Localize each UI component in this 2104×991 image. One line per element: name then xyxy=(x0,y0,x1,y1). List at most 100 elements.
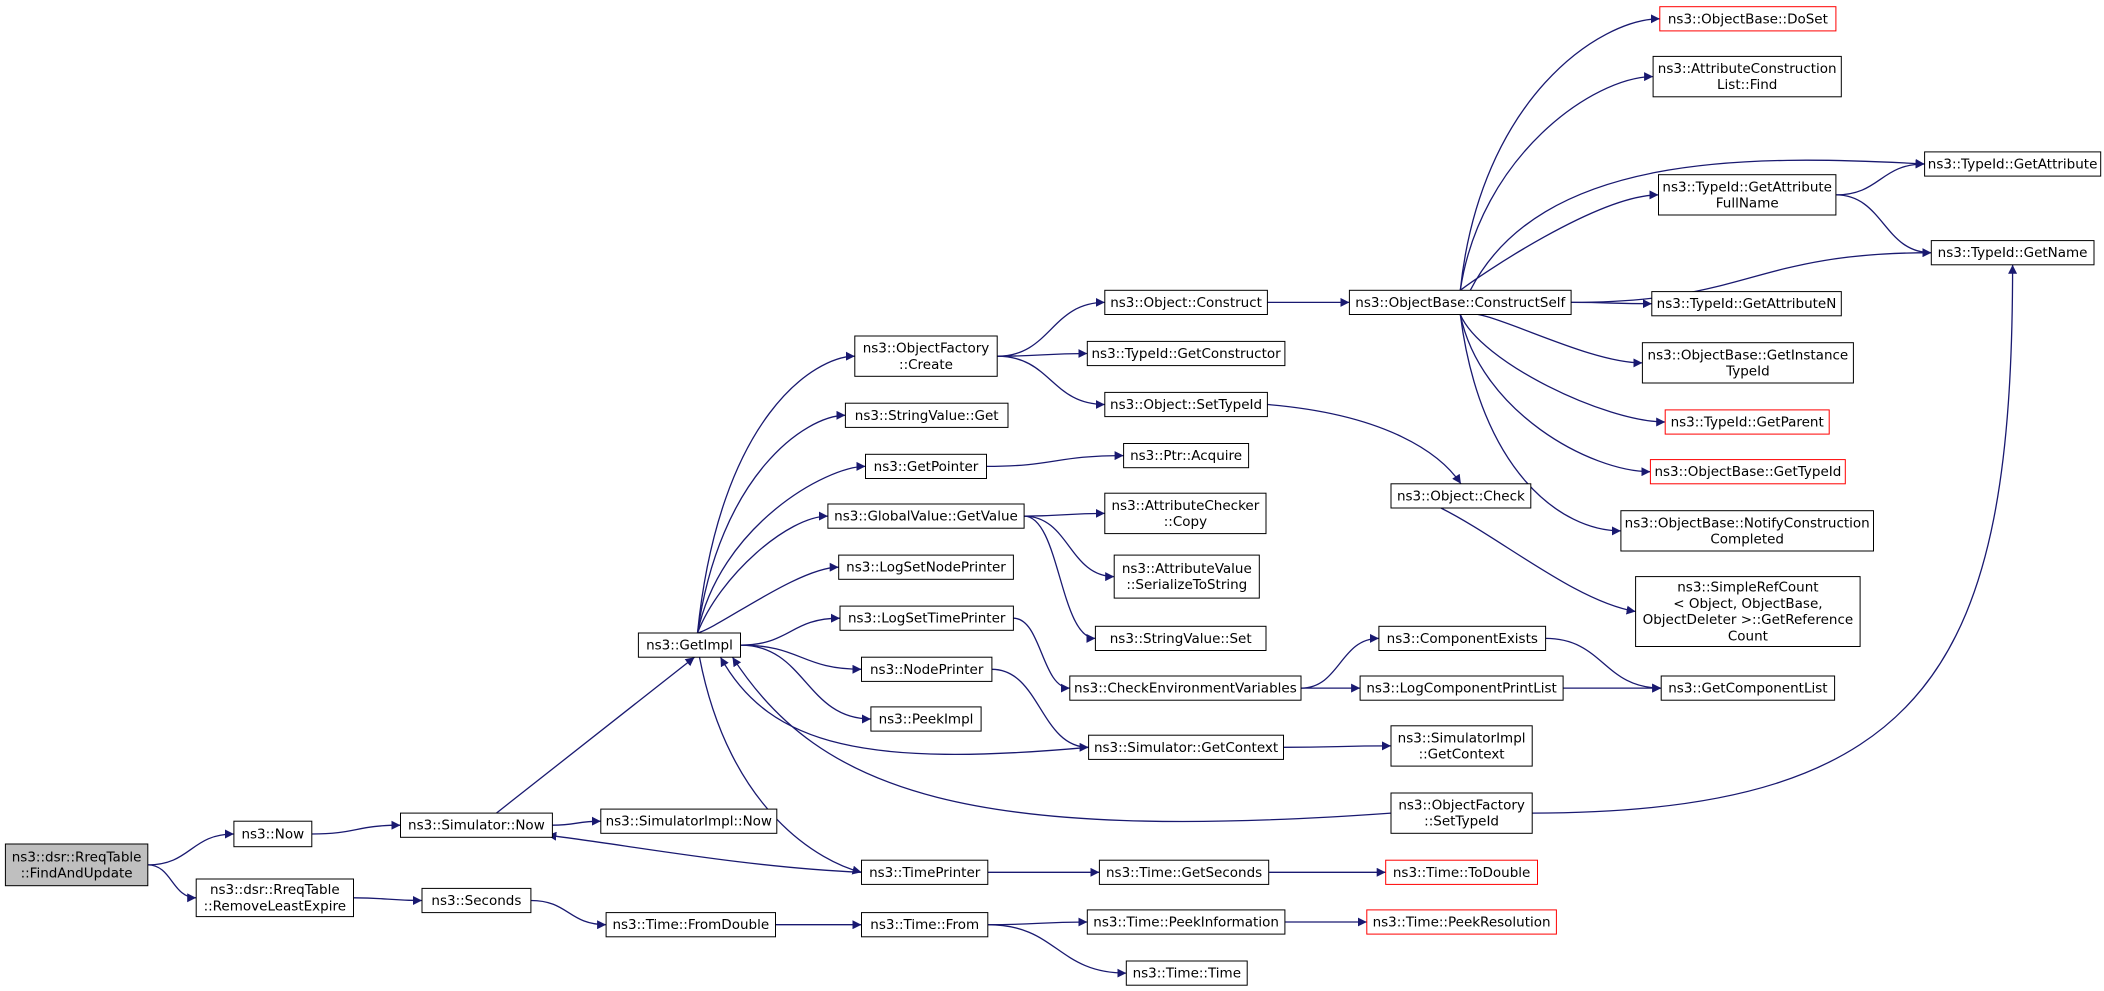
node-get-component-list[interactable]: ns3::GetComponentList xyxy=(1660,675,1836,701)
node-log-set-time-printer[interactable]: ns3::LogSetTimePrinter xyxy=(839,605,1014,631)
edge-path xyxy=(1267,403,1462,485)
node-box xyxy=(1651,291,1842,317)
node-type-id-get-attribute-n[interactable]: ns3::TypeId::GetAttributeN xyxy=(1651,291,1842,317)
node-box xyxy=(1385,859,1538,885)
node-label: FullName xyxy=(1716,196,1779,212)
node-type-id-get-attribute[interactable]: ns3::TypeId::GetAttribute xyxy=(1924,151,2102,177)
node-time-to-double[interactable]: ns3::Time::ToDouble xyxy=(1385,859,1538,885)
node-sim-impl-now[interactable]: ns3::SimulatorImpl::Now xyxy=(600,808,778,834)
edge-path xyxy=(1024,515,1096,643)
node-ptr-acquire[interactable]: ns3::Ptr::Acquire xyxy=(1123,443,1250,469)
call-edge xyxy=(495,656,695,814)
node-string-value-get[interactable]: ns3::StringValue::Get xyxy=(844,402,1009,428)
node-obj-factory-create[interactable]: ns3::ObjectFactory::Create xyxy=(854,335,998,377)
node-component-exists[interactable]: ns3::ComponentExists xyxy=(1378,625,1547,651)
call-edge xyxy=(147,864,197,903)
node-type-id-get-parent[interactable]: ns3::TypeId::GetParent xyxy=(1664,409,1830,435)
call-edge xyxy=(147,829,234,866)
node-time-get-seconds[interactable]: ns3::Time::GetSeconds xyxy=(1098,859,1270,885)
node-remove-least-expire[interactable]: ns3::dsr::RreqTable::RemoveLeastExpire xyxy=(195,878,354,918)
edge-path xyxy=(719,656,1089,756)
node-label: ns3::Time::FromDouble xyxy=(612,917,769,933)
node-type-id-get-name[interactable]: ns3::TypeId::GetName xyxy=(1930,240,2095,266)
node-box xyxy=(1086,340,1286,367)
edge-path xyxy=(696,351,855,634)
node-label: ns3::Time::From xyxy=(870,917,979,933)
node-label: ns3::AttributeChecker xyxy=(1112,498,1260,514)
nodes-layer: ns3::dsr::RreqTable::FindAndUpdate ns3::N… xyxy=(4,6,2102,986)
edge-path xyxy=(1571,299,1652,309)
node-get-impl[interactable]: ns3::GetImpl xyxy=(637,632,742,658)
node-label: ns3::Time::PeekInformation xyxy=(1093,915,1279,931)
edge-path xyxy=(1459,14,1660,291)
node-box xyxy=(421,887,532,914)
edge-path xyxy=(740,644,862,674)
node-string-value-set[interactable]: ns3::StringValue::Set xyxy=(1094,625,1267,651)
node-find-and-update[interactable]: ns3::dsr::RreqTable::FindAndUpdate xyxy=(4,843,149,887)
call-edge xyxy=(1571,248,1932,304)
node-check-env-vars[interactable]: ns3::CheckEnvironmentVariables xyxy=(1069,675,1302,701)
call-edge xyxy=(530,899,607,930)
node-box xyxy=(838,554,1014,580)
node-box xyxy=(1348,289,1572,315)
node-obj-base-construct-self[interactable]: ns3::ObjectBase::ConstructSelf xyxy=(1348,289,1572,315)
node-object-set-type-id[interactable]: ns3::Object::SetTypeId xyxy=(1104,391,1268,418)
edge-path xyxy=(1024,508,1105,518)
node-time-printer[interactable]: ns3::TimePrinter xyxy=(861,859,989,885)
node-type-id-get-constructor[interactable]: ns3::TypeId::GetConstructor xyxy=(1086,340,1286,367)
node-box xyxy=(854,335,998,377)
call-edge xyxy=(1469,159,1925,291)
node-time-time[interactable]: ns3::Time::Time xyxy=(1125,960,1248,986)
node-simple-ref-count-get-ref-count[interactable]: ns3::SimpleRefCount< Object, ObjectBase,… xyxy=(1635,576,1861,647)
node-label: ns3::Simulator::Now xyxy=(408,818,545,834)
node-label: ns3::Object::Construct xyxy=(1110,295,1262,311)
node-from-double[interactable]: ns3::Time::FromDouble xyxy=(605,912,776,938)
node-label: ns3::SimulatorImpl::Now xyxy=(606,814,772,830)
edge-path xyxy=(1459,312,1643,368)
node-label: ns3::ObjectBase::GetInstance xyxy=(1648,347,1849,363)
node-seconds[interactable]: ns3::Seconds xyxy=(421,887,532,914)
node-object-check[interactable]: ns3::Object::Check xyxy=(1390,483,1532,509)
node-log-set-node-printer[interactable]: ns3::LogSetNodePrinter xyxy=(838,554,1014,580)
node-box xyxy=(1094,625,1267,651)
node-label: ns3::AttributeValue xyxy=(1122,561,1252,577)
call-edge xyxy=(696,461,866,634)
node-box xyxy=(4,843,149,887)
edge-path xyxy=(1835,194,1932,258)
node-obj-base-do-set[interactable]: ns3::ObjectBase::DoSet xyxy=(1659,6,1837,32)
node-now[interactable]: ns3::Now xyxy=(233,820,313,848)
node-obj-factory-set-type-id[interactable]: ns3::ObjectFactory::SetTypeId xyxy=(1390,792,1533,834)
node-box xyxy=(1390,725,1533,767)
node-time-peek-resolution[interactable]: ns3::Time::PeekResolution xyxy=(1366,909,1557,935)
node-time-peek-information[interactable]: ns3::Time::PeekInformation xyxy=(1086,909,1286,935)
node-time-from[interactable]: ns3::Time::From xyxy=(861,912,989,938)
node-attr-checker-copy[interactable]: ns3::AttributeChecker::Copy xyxy=(1104,492,1267,535)
node-box xyxy=(1378,625,1547,651)
node-label: ns3::Object::Check xyxy=(1397,488,1525,504)
node-global-value-get-value[interactable]: ns3::GlobalValue::GetValue xyxy=(827,503,1025,529)
node-node-printer[interactable]: ns3::NodePrinter xyxy=(861,656,993,682)
edge-path xyxy=(311,820,401,835)
node-sim-now[interactable]: ns3::Simulator::Now xyxy=(400,812,553,838)
node-object-construct[interactable]: ns3::Object::Construct xyxy=(1104,289,1268,315)
node-peek-impl[interactable]: ns3::PeekImpl xyxy=(870,706,982,732)
call-edge xyxy=(740,644,862,674)
node-obj-base-notify-construction-completed[interactable]: ns3::ObjectBase::NotifyConstructionCompl… xyxy=(1620,510,1875,552)
node-box xyxy=(1104,492,1267,535)
node-label: ns3::TypeId::GetParent xyxy=(1671,415,1824,431)
call-edge xyxy=(1267,403,1462,485)
node-attr-value-serialize[interactable]: ns3::AttributeValue::SerializeToString xyxy=(1113,554,1260,599)
edge-path xyxy=(740,613,841,646)
node-box xyxy=(1658,174,1837,216)
node-obj-base-get-type-id[interactable]: ns3::ObjectBase::GetTypeId xyxy=(1649,459,1846,485)
node-get-pointer[interactable]: ns3::GetPointer xyxy=(865,453,987,479)
edge-path xyxy=(147,864,197,903)
node-sim-get-context[interactable]: ns3::Simulator::GetContext xyxy=(1088,734,1284,760)
call-edge xyxy=(1459,314,1621,536)
node-sim-impl-get-context[interactable]: ns3::SimulatorImpl::GetContext xyxy=(1390,725,1533,767)
node-log-component-print-list[interactable]: ns3::LogComponentPrintList xyxy=(1359,675,1564,701)
call-edge xyxy=(1459,312,1643,368)
